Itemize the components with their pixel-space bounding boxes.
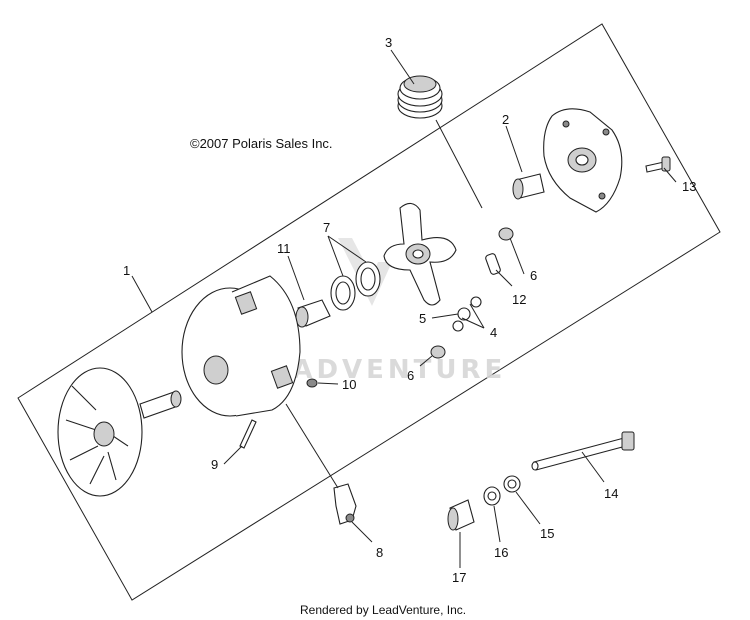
callout-13: 13 (682, 179, 696, 194)
callout-16: 16 (494, 545, 508, 560)
callout-10: 10 (342, 377, 356, 392)
leader-lines (131, 49, 677, 568)
part-washer-15 (503, 475, 521, 493)
footer-text: Rendered by LeadVenture, Inc. (300, 603, 466, 617)
part-spacer-17 (447, 499, 475, 531)
callouts: 1 2 3 4 5 6 6 7 8 9 10 11 12 13 14 15 16… (123, 35, 696, 585)
part-bushing (512, 173, 545, 200)
part-shims (330, 261, 381, 311)
part-pin-9 (239, 419, 257, 449)
part-washers-4-5 (452, 296, 482, 332)
part-bolt-small (645, 156, 671, 173)
copyright-text: ©2007 Polaris Sales Inc. (190, 136, 333, 151)
callout-1: 1 (123, 263, 130, 278)
callout-2: 2 (502, 112, 509, 127)
assembly-frame (17, 23, 721, 601)
callout-12: 12 (512, 292, 526, 307)
part-bolt-long (531, 431, 635, 471)
part-fixed-sheave (57, 367, 182, 497)
part-roller-pin-top (498, 227, 514, 241)
callout-6-top: 6 (530, 268, 537, 283)
part-pin-12 (485, 253, 501, 275)
part-weight (333, 483, 357, 525)
callout-14: 14 (604, 486, 618, 501)
callout-5: 5 (419, 311, 426, 326)
callout-17: 17 (452, 570, 466, 585)
part-spider (383, 202, 457, 306)
callout-15: 15 (540, 526, 554, 541)
part-spring (397, 75, 443, 119)
part-nut-10 (306, 378, 318, 388)
part-washer-16 (483, 486, 501, 506)
callout-9: 9 (211, 457, 218, 472)
part-cover (543, 108, 623, 213)
callout-6-bottom: 6 (407, 368, 414, 383)
callout-3: 3 (385, 35, 392, 50)
part-bushing-11 (295, 299, 331, 328)
part-moveable-sheave (181, 275, 301, 417)
callout-4: 4 (490, 325, 497, 340)
callout-8: 8 (376, 545, 383, 560)
callout-7: 7 (323, 220, 330, 235)
part-roller-pin-bottom (430, 345, 446, 359)
callout-11: 11 (277, 241, 291, 256)
